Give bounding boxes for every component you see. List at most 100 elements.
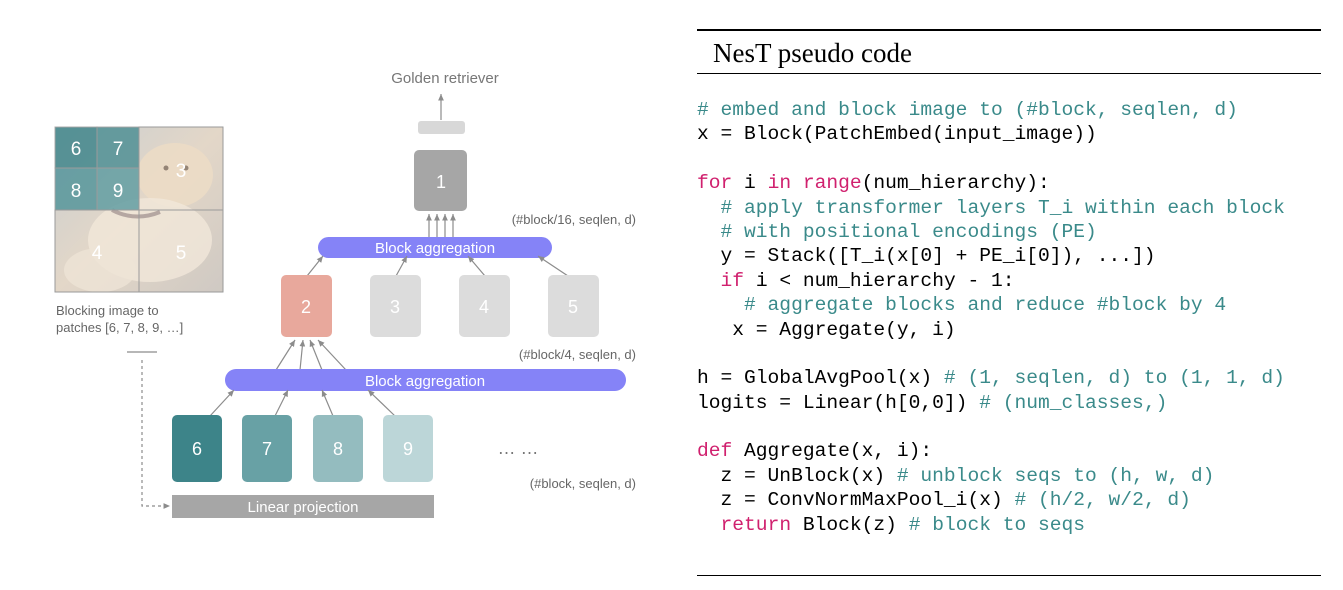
code-keyword: def: [697, 440, 733, 463]
mid-block: [370, 275, 421, 337]
image-caption-line-2: patches [6, 7, 8, 9, …]: [56, 320, 183, 335]
code-comment: # apply transformer layers T_i within ea…: [697, 196, 1285, 219]
patch-label: 7: [113, 139, 124, 160]
code-text: logits = Linear(h[0,0]): [697, 391, 980, 414]
code-keyword: if: [720, 269, 745, 292]
top-block-label: 1: [436, 172, 446, 192]
bottom-block-label: 8: [333, 439, 343, 459]
bottom-block-label: 6: [192, 439, 202, 459]
mid-block-label: 4: [479, 297, 489, 317]
mid-block-label: 2: [301, 297, 311, 317]
mid-block: [548, 275, 599, 337]
top-rule: [697, 29, 1321, 31]
mid-block-label: 5: [568, 297, 578, 317]
code-line: if i < num_hierarchy - 1:: [697, 269, 1285, 293]
code-line: x = Aggregate(y, i): [697, 318, 1285, 342]
code-keyword: for: [697, 172, 733, 195]
code-line: # with positional encodings (PE): [697, 220, 1285, 244]
code-comment: # unblock seqs to (h, w, d): [896, 464, 1215, 487]
linear-projection-label: Linear projection: [248, 499, 359, 516]
code-line: [697, 415, 1285, 439]
classifier-head: [418, 121, 465, 134]
ellipsis: … …: [497, 438, 538, 458]
shape-mid: (#block/4, seqlen, d): [519, 347, 636, 362]
bottom-block-arrows: [209, 389, 396, 417]
code-line: def Aggregate(x, i):: [697, 439, 1285, 463]
code-line: for i in range(num_hierarchy):: [697, 171, 1285, 195]
block-aggregation-label-bottom: Block aggregation: [365, 373, 485, 390]
mid-block-highlight: [281, 275, 332, 337]
code-line: x = Block(PatchEmbed(input_image)): [697, 122, 1285, 146]
bottom-block: [172, 415, 222, 482]
patch-label: 6: [71, 139, 82, 160]
patch-label: 4: [92, 243, 103, 264]
output-label: Golden retriever: [391, 70, 499, 87]
code-comment: # aggregate blocks and reduce #block by …: [697, 294, 1227, 317]
code-line: logits = Linear(h[0,0]) # (num_classes,): [697, 391, 1285, 415]
code-text: z = UnBlock(x): [697, 464, 897, 487]
shape-bottom: (#block, seqlen, d): [530, 476, 636, 491]
code-comment: # (h/2, w/2, d): [1014, 489, 1191, 512]
code-line: # apply transformer layers T_i within ea…: [697, 196, 1285, 220]
code-comment: # with positional encodings (PE): [697, 220, 1097, 243]
patch-label: 9: [113, 181, 124, 202]
code-text: [697, 270, 721, 292]
code-title: NesT pseudo code: [713, 38, 912, 68]
image-caption-line-1: Blocking image to: [56, 303, 159, 318]
code-listing: # embed and block image to (#block, seql…: [697, 98, 1285, 537]
code-text: x = Block(PatchEmbed(input_image)): [697, 123, 1097, 146]
patch-label: 5: [176, 243, 187, 264]
mid-block-label: 3: [390, 297, 400, 317]
top-aggregation-arrows: [426, 214, 456, 238]
code-text: Block(z): [791, 513, 909, 536]
code-keyword: return: [720, 513, 792, 536]
code-line: z = ConvNormMaxPool_i(x) # (h/2, w/2, d): [697, 488, 1285, 512]
code-text: y = Stack([T_i(x[0] + PE_i[0]), ...]): [697, 245, 1156, 268]
code-text: [697, 514, 721, 536]
code-line: [697, 147, 1285, 171]
bottom-block-label: 7: [262, 439, 272, 459]
code-keyword: range: [802, 172, 862, 195]
code-line: h = GlobalAvgPool(x) # (1, seqlen, d) to…: [697, 366, 1285, 390]
bottom-block-label: 9: [403, 439, 413, 459]
top-block: [414, 150, 467, 211]
mid-block: [459, 275, 510, 337]
code-text: Aggregate(x, i):: [732, 440, 933, 463]
code-line: [697, 342, 1285, 366]
bottom-block: [383, 415, 433, 482]
code-line: z = UnBlock(x) # unblock seqs to (h, w, …: [697, 464, 1285, 488]
block-aggregation-label-top: Block aggregation: [375, 240, 495, 257]
nest-architecture-diagram: 6 7 8 9 3 4 5 Blocking image to patches …: [54, 70, 636, 518]
mid-to-aggregation-arrows: [306, 255, 569, 277]
code-comment: # block to seqs: [908, 513, 1086, 536]
code-text: [791, 172, 803, 194]
patch-label: 8: [71, 181, 82, 202]
code-line: # aggregate blocks and reduce #block by …: [697, 293, 1285, 317]
input-image: 6 7 8 9 3 4 5: [54, 126, 224, 293]
patch-label: 3: [176, 161, 187, 182]
code-text: (num_hierarchy):: [861, 172, 1050, 195]
bottom-block: [313, 415, 363, 482]
linear-projection-bar: [172, 495, 434, 518]
pseudo-code-panel: NesT pseudo code # embed and block image…: [697, 0, 1321, 590]
code-keyword: in: [767, 172, 792, 195]
code-text: z = ConvNormMaxPool_i(x): [697, 489, 1015, 512]
code-line: return Block(z) # block to seqs: [697, 513, 1285, 537]
code-comment: # (num_classes,): [979, 391, 1168, 414]
bottom-rule: [697, 575, 1321, 576]
bottom-block: [242, 415, 292, 482]
bottom-to-block-2-arrows: [275, 339, 347, 371]
block-aggregation-bar-bottom: [225, 369, 626, 391]
block-aggregation-bar-top: [318, 237, 552, 258]
code-text: i < num_hierarchy - 1:: [744, 269, 1015, 292]
code-text: h = GlobalAvgPool(x): [697, 367, 944, 390]
code-line: # embed and block image to (#block, seql…: [697, 98, 1285, 122]
code-comment: # (1, seqlen, d) to (1, 1, d): [943, 367, 1285, 390]
image-to-projection-connector: [127, 351, 170, 509]
code-text: x = Aggregate(y, i): [697, 318, 956, 341]
code-text: i: [732, 172, 768, 195]
code-comment: # embed and block image to (#block, seql…: [697, 99, 1238, 121]
title-rule: [697, 73, 1321, 74]
code-line: y = Stack([T_i(x[0] + PE_i[0]), ...]): [697, 244, 1285, 268]
shape-top: (#block/16, seqlen, d): [512, 212, 636, 227]
